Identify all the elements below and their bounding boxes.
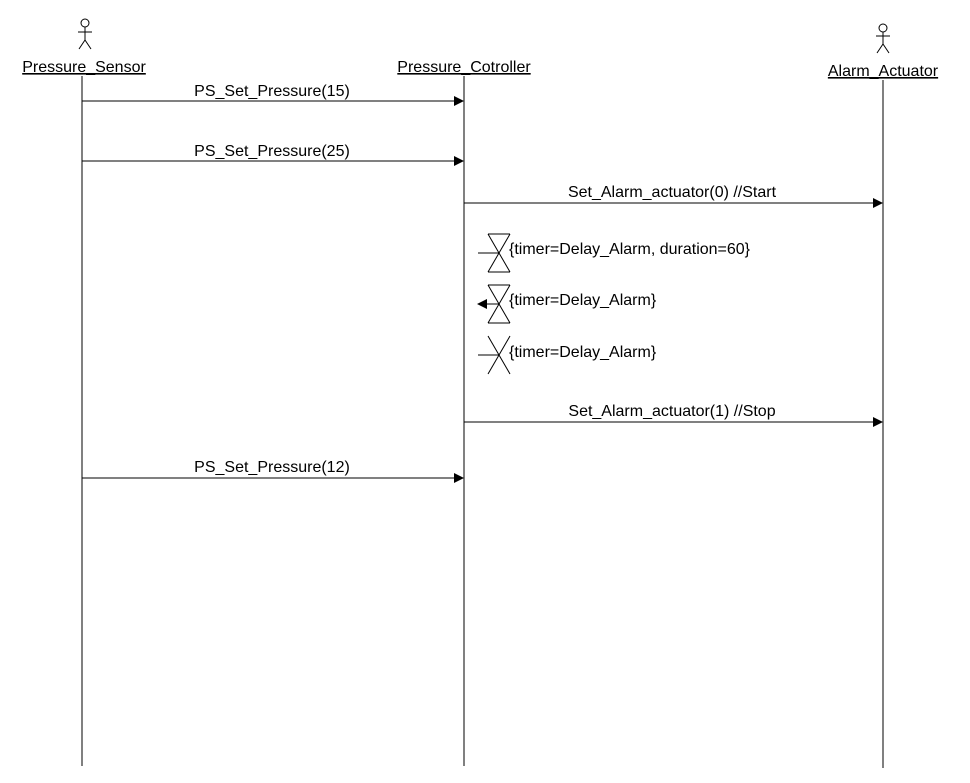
cross-icon	[478, 335, 511, 375]
timer-label: {timer=Delay_Alarm}	[509, 344, 657, 361]
actor-alarm-actuator[interactable]: Alarm_Actuator	[828, 23, 939, 80]
timer-reset[interactable]: {timer=Delay_Alarm}	[478, 335, 657, 375]
participant-label: Pressure_Cotroller	[397, 59, 531, 76]
arrowhead-icon	[454, 96, 464, 106]
actor-icon	[876, 23, 890, 54]
message-label: Set_Alarm_actuator(0) //Start	[568, 184, 777, 201]
actor-icon	[78, 18, 92, 50]
message-label: PS_Set_Pressure(25)	[194, 143, 350, 160]
message-set-alarm-actuator-start[interactable]: Set_Alarm_actuator(0) //Start	[464, 184, 883, 208]
timer-label: {timer=Delay_Alarm, duration=60}	[509, 241, 751, 258]
message-label: Set_Alarm_actuator(1) //Stop	[568, 403, 775, 420]
arrowhead-icon	[454, 473, 464, 483]
message-label: PS_Set_Pressure(15)	[194, 83, 350, 100]
participant-label: Pressure_Sensor	[22, 59, 146, 76]
timer-timeout[interactable]: {timer=Delay_Alarm}	[477, 284, 657, 324]
message-set-alarm-actuator-stop[interactable]: Set_Alarm_actuator(1) //Stop	[464, 403, 883, 427]
hourglass-icon	[478, 233, 511, 273]
message-ps-set-pressure-15[interactable]: PS_Set_Pressure(15)	[82, 83, 464, 106]
participant-label: Alarm_Actuator	[828, 63, 939, 80]
actor-pressure-sensor[interactable]: Pressure_Sensor	[22, 18, 146, 76]
arrowhead-icon	[873, 417, 883, 427]
message-label: PS_Set_Pressure(12)	[194, 459, 350, 476]
message-ps-set-pressure-12[interactable]: PS_Set_Pressure(12)	[82, 459, 464, 483]
message-ps-set-pressure-25[interactable]: PS_Set_Pressure(25)	[82, 143, 464, 166]
timer-set[interactable]: {timer=Delay_Alarm, duration=60}	[478, 233, 751, 273]
timer-label: {timer=Delay_Alarm}	[509, 292, 657, 309]
arrowhead-icon	[873, 198, 883, 208]
participant-pressure-controller[interactable]: Pressure_Cotroller	[397, 59, 531, 76]
arrow-left-icon	[477, 299, 499, 309]
arrowhead-icon	[454, 156, 464, 166]
